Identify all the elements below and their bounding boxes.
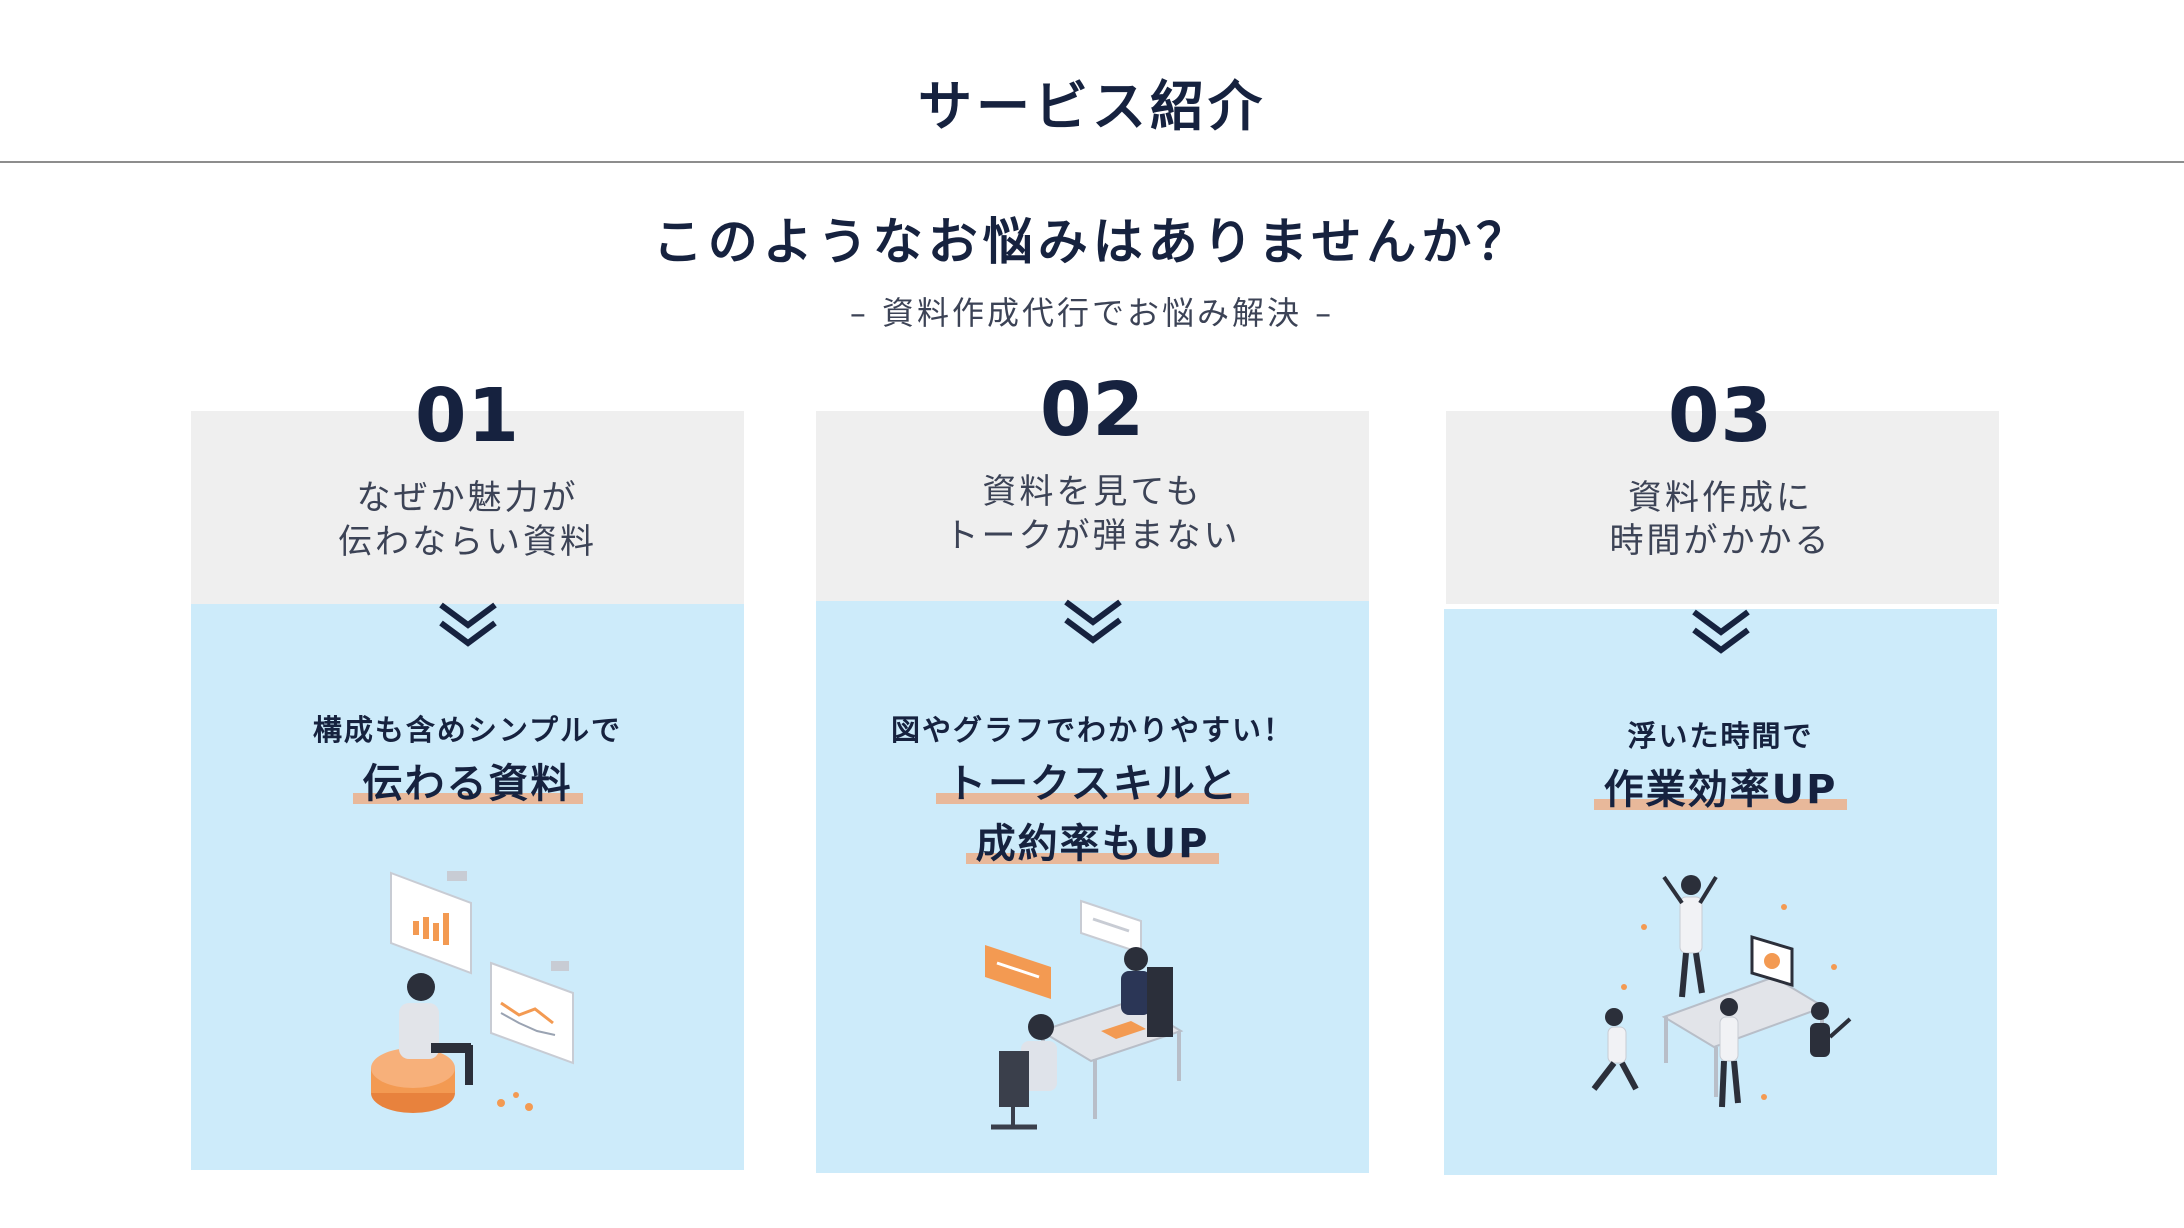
business-meeting-illustration	[985, 899, 1184, 1130]
double-chevron-down-icon	[1064, 599, 1122, 644]
person-analyzing-charts-illustration	[371, 871, 574, 1113]
card-number: 01	[415, 373, 520, 459]
double-chevron-down-icon	[1692, 609, 1750, 654]
solution-highlight: 伝わる資料	[352, 751, 583, 811]
problem-text-line: 資料を見ても	[982, 472, 1203, 512]
solution-highlight-line: 作業効率UP	[1444, 757, 1997, 817]
solution-lead: 図やグラフでわかりやすい！	[890, 713, 1294, 747]
problem-text-line: 伝わならい資料	[338, 522, 597, 562]
problem-panel	[1446, 411, 1999, 604]
problem-panel	[816, 411, 1369, 604]
problem-text-line: なぜか魅力が	[356, 478, 579, 518]
solution-highlight: 作業効率UP	[1593, 757, 1848, 817]
problem-text-line: トークが弾まない	[944, 516, 1241, 556]
solution-highlight: 成約率もUP	[965, 811, 1220, 871]
problem-text-line: 時間がかかる	[1609, 521, 1832, 561]
problem-panel	[191, 411, 744, 604]
double-chevron-down-icon	[439, 602, 497, 647]
solution-panel	[816, 601, 1369, 1173]
celebrating-team-illustration	[1591, 875, 1852, 1108]
card-number: 02	[1040, 367, 1145, 453]
solution-lead: 構成も含めシンプルで	[312, 713, 623, 747]
card-number: 03	[1668, 373, 1773, 459]
header-divider	[0, 161, 2184, 163]
page-title: サービス紹介	[918, 75, 1266, 138]
solution-highlight: トークスキルと	[936, 751, 1249, 811]
section-subheading: – 資料作成代行でお悩み解決 –	[849, 294, 1335, 332]
solution-highlight-line: トークスキルと	[816, 751, 1369, 811]
solution-lead: 浮いた時間で	[1627, 719, 1814, 753]
section-heading: このようなお悩みはありませんか？	[652, 213, 1532, 271]
solution-highlight-line: 成約率もUP	[816, 811, 1369, 871]
problem-text-line: 資料作成に	[1628, 478, 1813, 518]
solution-highlight-line: 伝わる資料	[191, 751, 744, 811]
